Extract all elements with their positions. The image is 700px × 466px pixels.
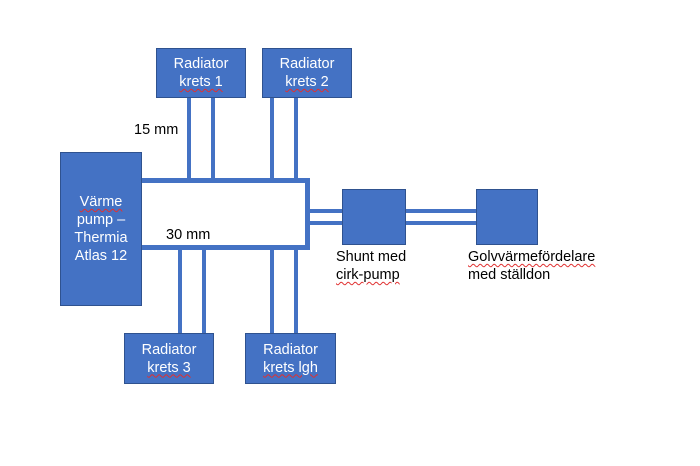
pipe-r3-right: [202, 248, 206, 334]
radiator-2-line-1: Radiator: [279, 56, 335, 72]
shunt-box: [342, 189, 406, 245]
pipe-size-30mm-label: 30 mm: [166, 227, 211, 243]
floor-heating-label-line-2-text: med ställdon: [468, 267, 551, 283]
main-pipe-bottom-edge: [140, 245, 310, 250]
main-pipe-top-edge: [140, 178, 310, 183]
heat-pump-line-4: Atlas 12: [74, 248, 128, 264]
pipe-r2-right: [294, 96, 298, 180]
pipe-to-floor-top: [404, 209, 478, 213]
heat-pump-box: Värme pump – Thermia Atlas 12: [60, 152, 142, 306]
radiator-krets-lgh-box: Radiator krets lgh: [245, 333, 336, 384]
radiator-lgh-line-1: Radiator: [263, 341, 318, 358]
pipe-to-shunt-top: [308, 209, 344, 213]
shunt-label: Shunt med cirk-pump: [336, 248, 406, 284]
pipe-size-15mm-label: 15 mm: [134, 122, 179, 138]
radiator-krets-3-box: Radiator krets 3: [124, 333, 214, 384]
pipe-r1-right: [211, 96, 215, 180]
pipe-r2-left: [270, 96, 274, 180]
pipe-r4-right: [294, 248, 298, 334]
floor-heating-label-line-2: med ställdon: [468, 266, 595, 284]
floor-heating-distributor-box: [476, 189, 538, 245]
radiator-krets-2-box: Radiator krets 2: [262, 48, 352, 98]
pipe-r4-left: [270, 248, 274, 334]
main-pipe-right-edge: [305, 178, 310, 250]
floor-heating-label: Golvvärmefördelare med ställdon: [468, 248, 595, 284]
heat-pump-line-2: pump –: [76, 212, 126, 228]
shunt-label-line-2: cirk-pump: [336, 267, 400, 283]
radiator-3-line-1: Radiator: [141, 341, 197, 358]
radiator-3-line-2: krets 3: [147, 359, 191, 376]
pipe-r3-left: [178, 248, 182, 334]
radiator-1-line-2: krets 1: [179, 74, 223, 90]
pipe-to-shunt-bottom: [308, 221, 344, 225]
radiator-2-line-2: krets 2: [285, 74, 329, 90]
pipe-to-floor-bottom: [404, 221, 478, 225]
heat-pump-line-1: Värme: [79, 194, 123, 210]
radiator-1-line-1: Radiator: [173, 56, 229, 72]
pipe-r1-left: [187, 96, 191, 180]
shunt-label-line-1: Shunt med: [336, 249, 407, 265]
radiator-lgh-line-2: krets lgh: [263, 359, 318, 376]
floor-heating-label-line-1: Golvvärmefördelare: [468, 249, 596, 265]
radiator-krets-1-box: Radiator krets 1: [156, 48, 246, 98]
heat-pump-line-3: Thermia: [74, 230, 128, 246]
